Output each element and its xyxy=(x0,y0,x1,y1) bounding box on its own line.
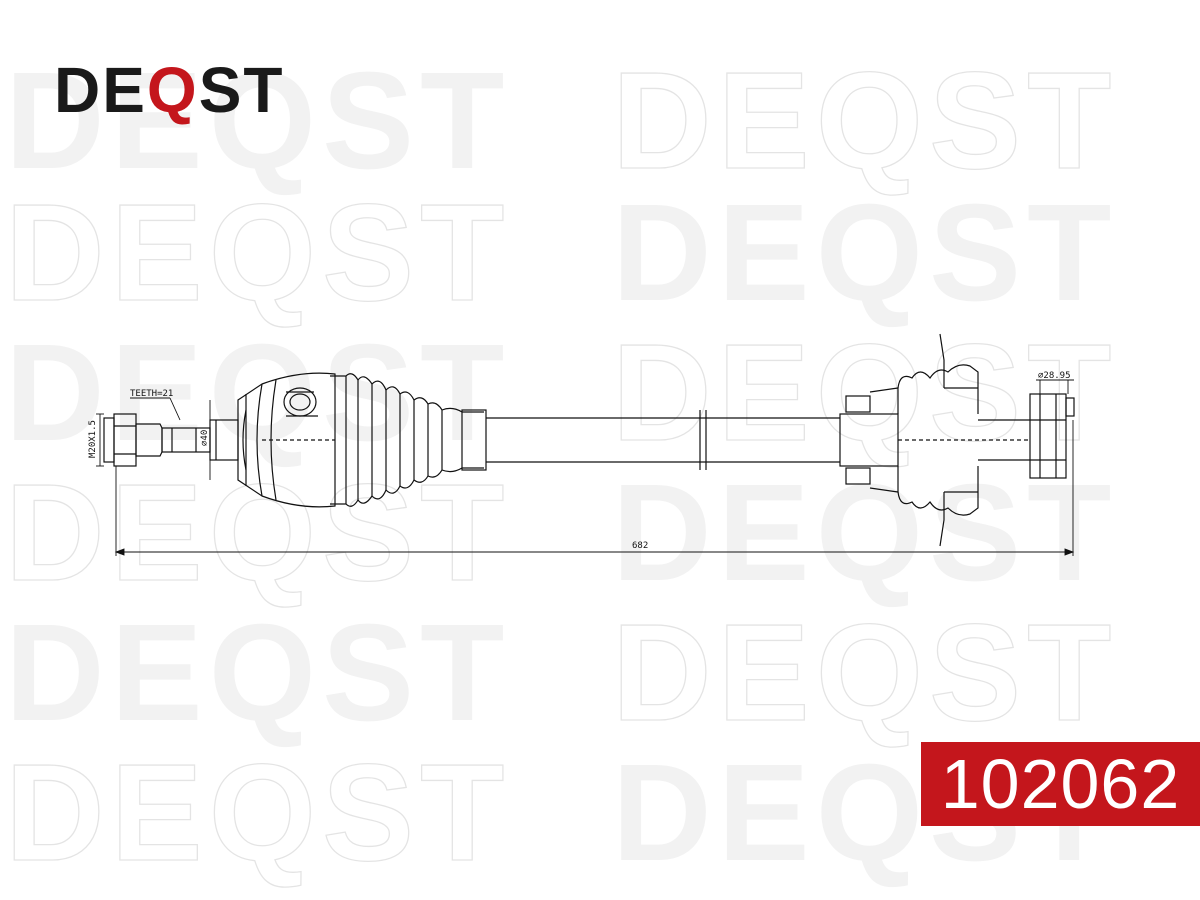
right-joint xyxy=(839,333,1030,547)
watermark-text: DEQST xyxy=(612,316,1117,470)
logo-q: Q xyxy=(146,54,199,126)
watermark-text: DEQST xyxy=(5,456,510,610)
watermark-text: DEQST xyxy=(612,596,1117,750)
brand-logo: DEQST xyxy=(54,58,284,122)
main-shaft xyxy=(486,410,840,470)
right-stub xyxy=(978,393,1075,479)
watermark-text: DEQST xyxy=(612,44,1117,198)
watermark-text: DEQST xyxy=(5,44,510,198)
logo-suffix: ST xyxy=(198,54,285,126)
left-boot xyxy=(330,373,487,507)
overall-length-label: 682 xyxy=(632,541,648,551)
right-diameter-label: ⌀28.95 xyxy=(1038,371,1071,381)
logo-prefix: DE xyxy=(54,54,147,126)
teeth-label: TEETH=21 xyxy=(130,389,173,399)
dimension-lines xyxy=(96,379,1075,556)
shaft-diameter-label: ⌀40 xyxy=(200,430,210,446)
watermark-text: DEQST xyxy=(5,176,510,330)
thread-label: M20X1.5 xyxy=(88,420,98,458)
left-stub xyxy=(103,413,239,467)
watermark-text: DEQST xyxy=(5,596,510,750)
part-number-badge: 102062 xyxy=(921,742,1200,826)
watermark-text: DEQST xyxy=(5,736,510,890)
watermark-text: DEQST xyxy=(5,316,510,470)
watermark-text: DEQST xyxy=(612,176,1117,330)
watermark-text: DEQST xyxy=(612,456,1117,610)
cv-joint-housing xyxy=(237,372,336,508)
